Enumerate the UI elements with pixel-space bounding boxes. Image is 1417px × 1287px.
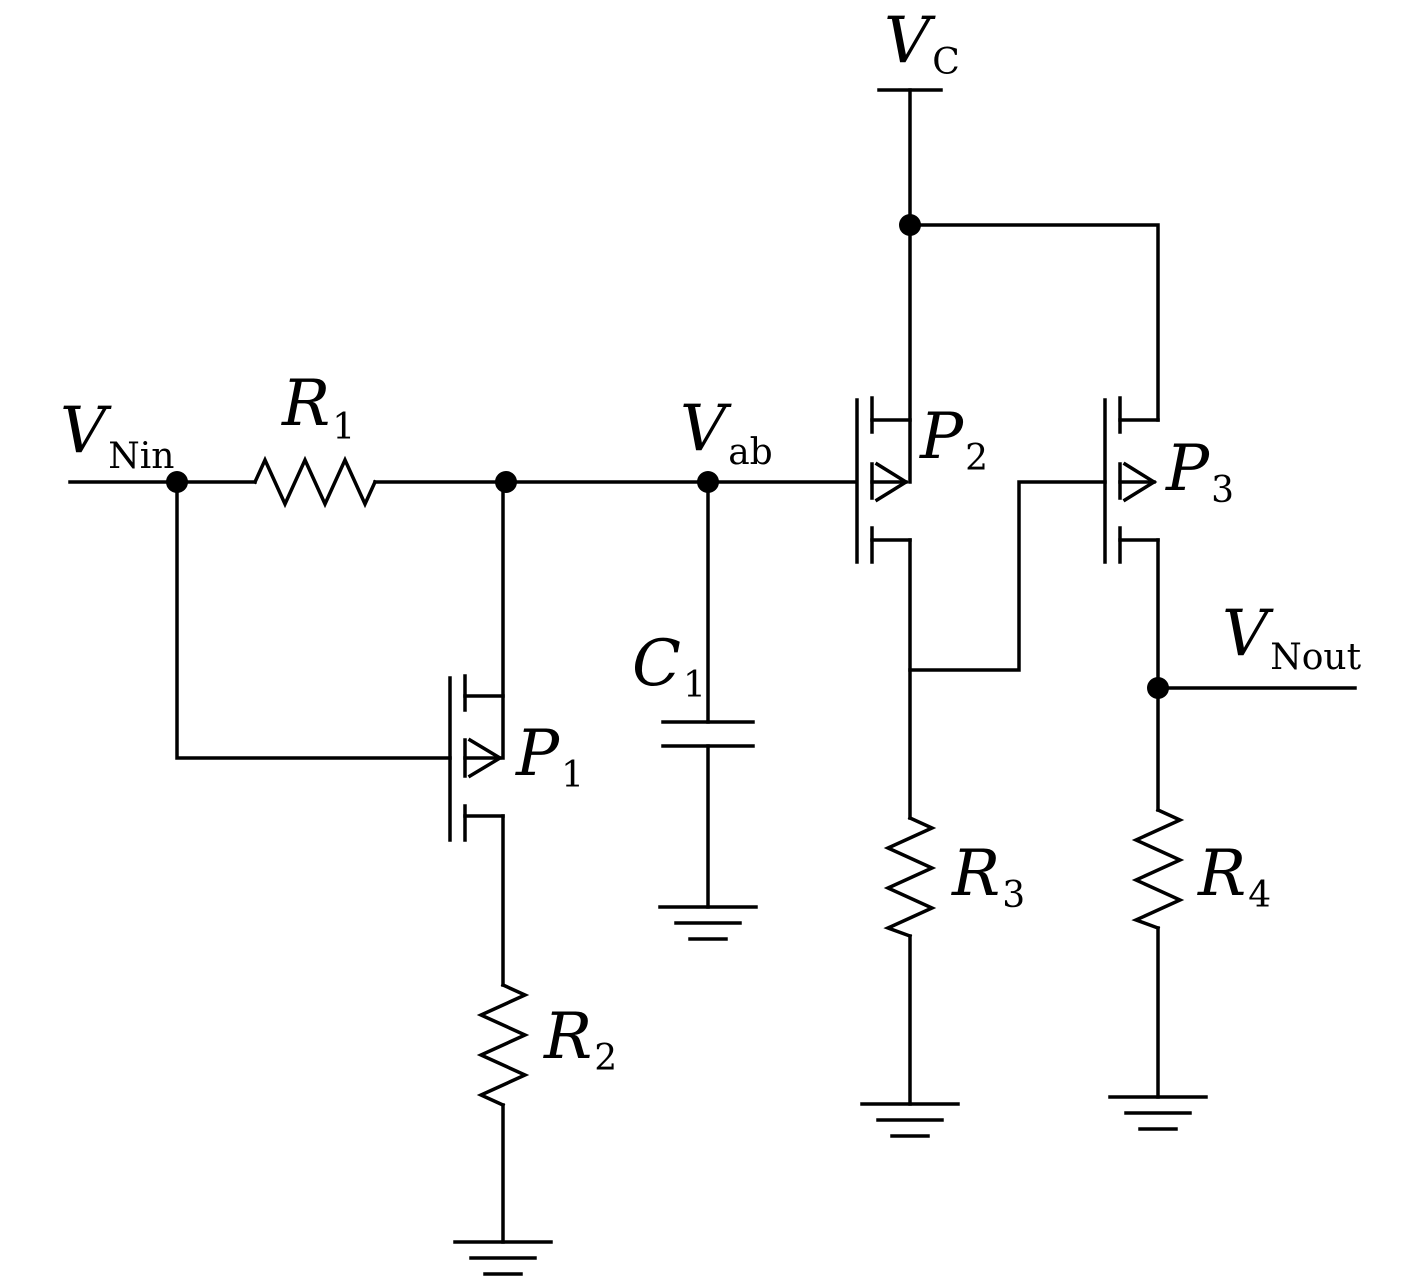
junction-vnout [1147, 677, 1169, 699]
label-vab: Vab [680, 392, 773, 473]
supply-vc [877, 88, 1160, 484]
junction-vc [899, 214, 921, 236]
label-p1: P1 [515, 717, 584, 796]
ground-r3 [860, 1102, 960, 1138]
label-r4: R4 [1197, 837, 1271, 916]
label-vc: VC [884, 4, 960, 83]
label-r1: R1 [281, 367, 355, 448]
capacitor-c1 [661, 480, 755, 909]
transistor-p2 [855, 396, 1107, 820]
resistor-r4 [1131, 807, 1185, 1099]
label-p2: P2 [919, 400, 988, 479]
p1-gate-wire [175, 480, 452, 760]
transistor-p1 [448, 480, 505, 987]
junction-vnin [166, 471, 188, 493]
label-r2: R2 [543, 1000, 617, 1079]
transistor-p3 [1103, 396, 1357, 812]
label-r3: R3 [951, 837, 1025, 916]
label-c1: C1 [632, 627, 706, 706]
ground-r4 [1108, 1095, 1208, 1131]
resistor-r1 [252, 455, 378, 509]
junction-vab [697, 471, 719, 493]
ground-c1 [658, 905, 758, 941]
resistor-r3 [883, 815, 937, 1106]
ground-p1 [453, 1240, 553, 1276]
resistor-r2 [476, 982, 530, 1244]
label-p3: P3 [1165, 432, 1234, 511]
junction-p1-source [495, 471, 517, 493]
label-vnin: VNin [60, 394, 174, 477]
label-vnout: VNout [1222, 597, 1362, 678]
